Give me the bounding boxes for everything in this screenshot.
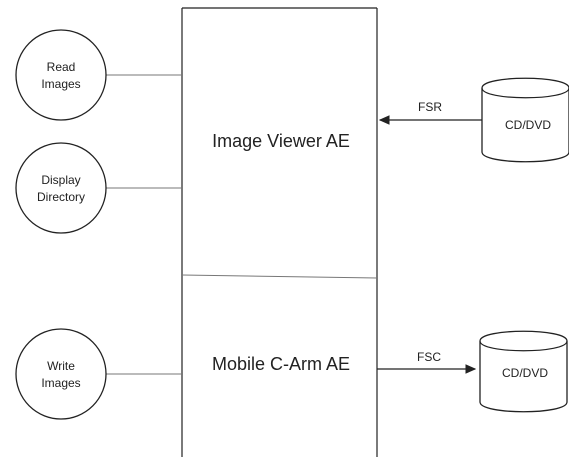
cd-dvd-bottom-label: CD/DVD: [502, 366, 548, 380]
mobile-c-arm-ae-label: Mobile C-Arm AE: [212, 354, 350, 374]
fsr-connection: FSR: [378, 100, 482, 125]
display-directory-activity: Display Directory: [15, 142, 182, 234]
fsr-label: FSR: [418, 100, 442, 114]
write-images-label-line-2: Images: [41, 376, 80, 390]
cd-dvd-top-label: CD/DVD: [505, 118, 551, 132]
image-viewer-ae-label: Image Viewer AE: [212, 131, 350, 151]
fsc-connection: FSC: [377, 350, 477, 374]
application-entity-box: [181, 7, 378, 457]
display-directory-label-line-2: Directory: [37, 190, 85, 204]
cd-dvd-bottom: CD/DVD: [479, 330, 568, 413]
read-images-label-line-2: Images: [41, 77, 80, 91]
fsc-label: FSC: [417, 350, 441, 364]
display-directory-label-line-1: Display: [41, 173, 80, 187]
read-images-label-line-1: Read: [47, 60, 76, 74]
write-images-label-line-1: Write: [47, 359, 75, 373]
ae-divider: [181, 274, 378, 279]
cd-dvd-top: CD/DVD: [481, 77, 569, 163]
write-images-activity: Write Images: [15, 328, 182, 420]
read-images-activity: Read Images: [15, 29, 182, 121]
